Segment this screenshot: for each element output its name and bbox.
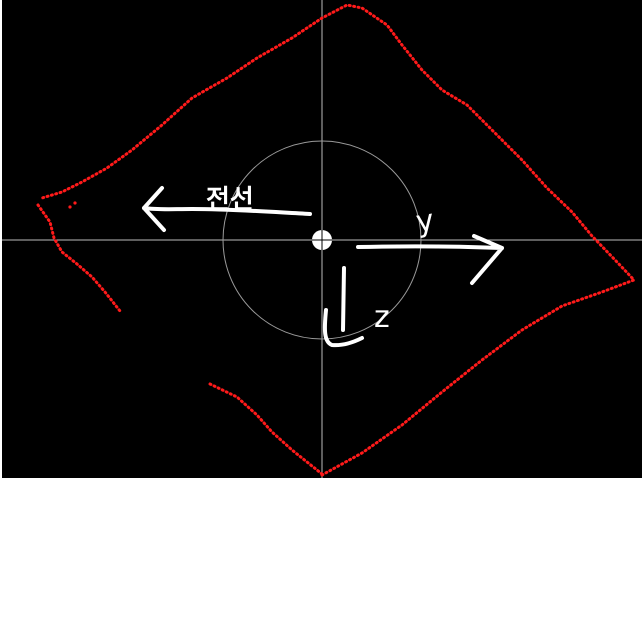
lidar-scan-viewer[interactable]: 전선 y z [2,0,642,478]
annotation-strokes [142,186,504,348]
z-axis-icon [322,266,364,348]
scan-segment-main [40,3,637,477]
y-label: y [414,203,436,240]
range-circle [222,140,422,340]
scan-points [36,3,637,477]
z-label: z [374,300,390,335]
sensor-origin-icon [312,230,332,250]
scan-segment-left [36,203,122,313]
scan-canvas: 전선 y z [2,0,642,478]
blank-area [0,478,642,640]
y-arrow-icon [356,234,504,285]
forward-arrow-icon [142,186,312,232]
scan-segment-bottom [208,382,324,476]
forward-label: 전선 [206,185,254,215]
scan-points-stray [68,201,77,209]
